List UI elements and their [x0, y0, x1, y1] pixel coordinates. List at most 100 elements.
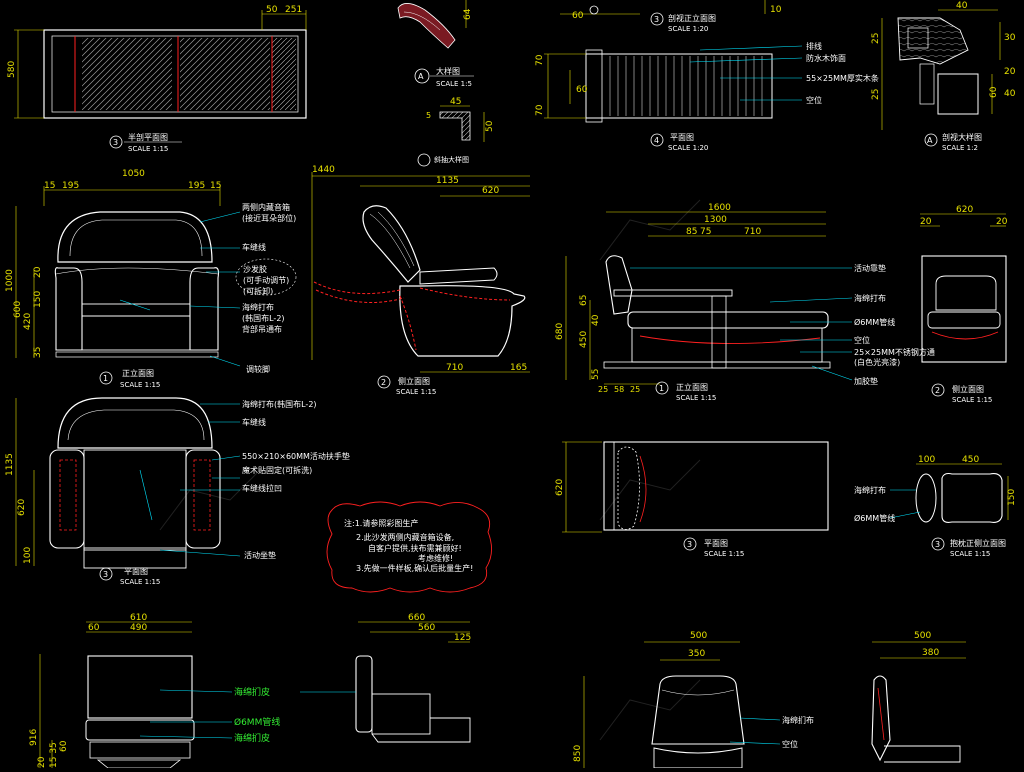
- label-steel-tube: 25×25MM不锈钢方通: [854, 347, 935, 357]
- elev-scale: SCALE 1:20: [668, 25, 708, 33]
- mid-top-views: 60 10 3 剖视正立面图 SCALE 1:20 70 60 70 排线 防水…: [535, 0, 879, 152]
- label-sponge-leather-2: 海绵扪皮: [234, 732, 270, 744]
- dim-195a: 195: [62, 181, 79, 191]
- side-scale: SCALE 1:15: [396, 388, 436, 396]
- label-sponge-leather-1: 海绵扪皮: [234, 686, 270, 698]
- label-pipe: Ø6MM管线: [854, 317, 895, 327]
- label-ear: (接近耳朵部位): [242, 213, 296, 223]
- dim-65: 65: [579, 295, 589, 306]
- label-wood-strip: 55×25MM厚实木条: [806, 73, 879, 83]
- notes-box: 注:1.请参照彩图生产 2.此沙发两侧内藏音箱设备, 自客户提供,扶布需兼顾好!…: [326, 501, 492, 593]
- label-velcro: 魔术贴固定(可拆洗): [242, 465, 312, 475]
- dim-680: 680: [555, 323, 565, 340]
- label-pipe-green: Ø6MM管线: [234, 716, 280, 728]
- sub-detail-title: 斜抽大样图: [434, 155, 469, 164]
- dim-40: 40: [956, 1, 968, 11]
- label-seam: 车缝线: [242, 242, 266, 252]
- dim-1000: 1000: [5, 269, 15, 292]
- front-number: 1: [103, 374, 108, 383]
- dim-60c: 60: [88, 623, 100, 633]
- label-seat-cushion: 活动坐垫: [244, 550, 276, 560]
- bottom-left-chair: 610 60 490 660 560 125 916 20 15 35 60 海…: [29, 613, 471, 769]
- lounge-side-scale: SCALE 1:15: [952, 396, 992, 404]
- label-wiring: 排线: [806, 41, 822, 51]
- label-veneer: 防水木饰面: [806, 53, 846, 63]
- plan-scale: SCALE 1:20: [668, 144, 708, 152]
- dim-20c: 20: [920, 217, 932, 227]
- label-seam2: 车缝线: [242, 417, 266, 427]
- lounge-front-scale: SCALE 1:15: [676, 394, 716, 402]
- label-sponge-pillow: 海绵打布: [854, 485, 886, 495]
- detail-a: 64 A 大样图 SCALE 1:5 45 5 50 斜抽大样图: [397, 0, 495, 167]
- label-white-paint: (白色光亮漆): [854, 357, 900, 367]
- dim-620b: 620: [17, 499, 27, 516]
- dim-70a: 70: [535, 54, 545, 66]
- dim-35: 35: [33, 347, 43, 358]
- dim-1135b: 1135: [5, 453, 15, 476]
- detail-scale-right: SCALE 1:2: [942, 144, 978, 152]
- detail-letter-a: A: [927, 136, 933, 145]
- lounge-plan-view: 620 3 平面图 SCALE 1:15: [555, 441, 829, 558]
- detail-letter: A: [418, 72, 424, 81]
- dim-100b: 100: [918, 455, 935, 465]
- note-line-4: 考虑维修!: [418, 553, 453, 563]
- dim-600: 600: [13, 301, 23, 318]
- pillow-number: 3: [935, 540, 940, 549]
- lounge-front-number: 1: [659, 384, 664, 393]
- label-sponge-lounge: 海绵打布: [854, 293, 886, 303]
- pillow-title: 抱枕正侧立面图: [950, 538, 1006, 548]
- dim-1600: 1600: [708, 203, 731, 213]
- label-armrest-pad: 550×210×60MM活动扶手垫: [242, 451, 350, 461]
- bottom-right-chair: 500 350 500 380 850 海绵扪布 空位: [573, 631, 966, 769]
- dim-5: 5: [426, 111, 431, 120]
- note-line-1: 注:1.请参照彩图生产: [344, 518, 418, 528]
- dim-25b: 25: [871, 89, 881, 100]
- dim-85: 85: [686, 227, 697, 237]
- dim-100: 100: [23, 547, 33, 564]
- pillow-scale: SCALE 1:15: [950, 550, 990, 558]
- label-void-chair: 空位: [782, 739, 798, 749]
- lounge-side-number: 2: [935, 386, 940, 395]
- dim-165: 165: [510, 363, 527, 373]
- dim-490: 490: [130, 623, 147, 633]
- right-top-detail: 40 25 30 60 20 40 25 A 剖视大样图 SCALE 1:2: [871, 1, 1016, 152]
- dim-25d: 25: [630, 385, 640, 394]
- lounge-plan-number: 3: [687, 540, 692, 549]
- plan-number-sofa: 3: [103, 570, 108, 579]
- dim-610: 610: [130, 613, 147, 623]
- dim-620c: 620: [956, 205, 973, 215]
- dim-560: 560: [418, 623, 435, 633]
- plan-title: 平面图: [670, 133, 694, 142]
- detail-scale: SCALE 1:5: [436, 80, 472, 88]
- dim-15b: 15: [210, 181, 221, 191]
- dim-60c: 60: [989, 86, 999, 98]
- dim-916: 916: [29, 729, 39, 746]
- dim-10: 10: [770, 5, 782, 15]
- label-adjust: (可手动调节): [243, 275, 289, 285]
- view-number: 3: [113, 138, 118, 147]
- dim-75: 75: [700, 227, 711, 237]
- side-title: 侧立面图: [398, 376, 430, 386]
- label-sponge-chair: 海绵扪布: [782, 715, 814, 725]
- dim-64: 64: [463, 8, 473, 20]
- sofa-side-elevation: 1440 1135 620 710 165 2 侧立面图 SCALE 1:15: [311, 165, 530, 396]
- label-adjust-foot: 调较脚: [246, 364, 270, 374]
- front-title: 正立面图: [122, 368, 154, 378]
- dim-40b: 40: [1004, 89, 1016, 99]
- label-void: 空位: [806, 95, 822, 105]
- dim-150: 150: [33, 291, 43, 308]
- label-pipe-pillow: Ø6MM管线: [854, 513, 895, 523]
- label-korean-fabric: (韩国布L-2): [242, 313, 285, 323]
- label-sponge: 海绵打布: [242, 302, 274, 312]
- pillow-elevation: 100 450 150 海绵打布 Ø6MM管线 3 抱枕正侧立面图 SCALE …: [854, 455, 1017, 558]
- top-plan-view: 50 251 580 3 半剖平面图 SCALE 1:15: [7, 5, 307, 153]
- lounge-front-elevation: 1600 1300 85 75 710 680 450 65 40 55 25 …: [555, 203, 935, 402]
- note-line-5: 3.先做一件样板,确认后批量生产!: [356, 563, 473, 573]
- plan-number: 4: [654, 136, 659, 145]
- label-void-lounge: 空位: [854, 335, 870, 345]
- dim-350: 350: [688, 649, 705, 659]
- dim-20: 20: [1004, 67, 1016, 77]
- front-scale: SCALE 1:15: [120, 381, 160, 389]
